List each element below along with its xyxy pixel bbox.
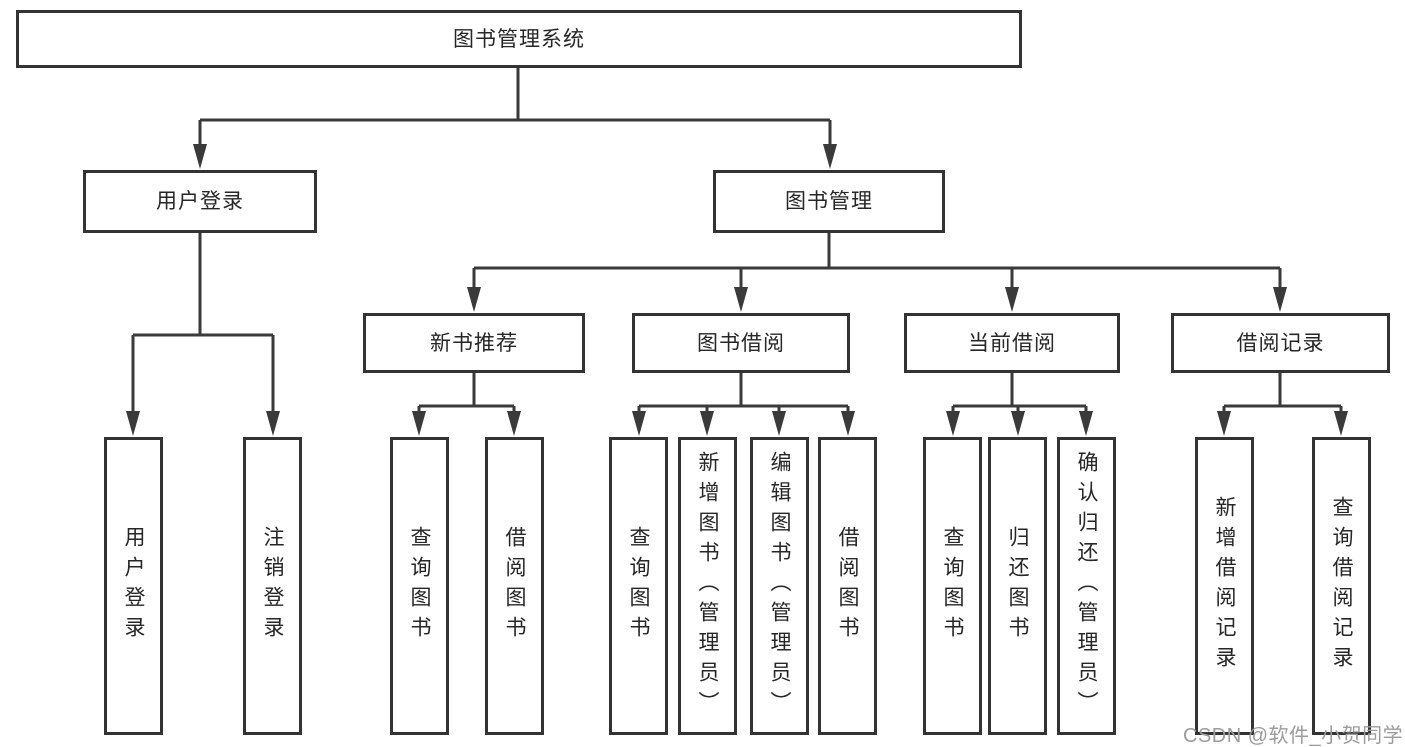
node-book-management: 图书管理 — [713, 170, 945, 233]
leaf-logout: 注销登录 — [243, 437, 302, 735]
watermark: CSDN @软件_小贺同学 — [1183, 725, 1404, 747]
leaf-nb-borrow-books-label: 借阅图书 — [503, 526, 526, 646]
leaf-user-login: 用户登录 — [104, 437, 163, 735]
connector-root-to-level2 — [193, 68, 837, 169]
node-book-borrow: 图书借阅 — [632, 313, 850, 373]
leaf-cb-return-books-label: 归还图书 — [1006, 526, 1029, 646]
leaf-bb-edit-books-admin: 编辑图书（管理员） — [750, 437, 809, 735]
node-current-borrow-label: 当前借阅 — [968, 331, 1056, 355]
node-book-borrow-label: 图书借阅 — [697, 331, 785, 355]
leaf-br-add-record-label: 新增借阅记录 — [1213, 496, 1236, 676]
leaf-cb-confirm-return-admin: 确认归还（管理员） — [1057, 437, 1116, 735]
leaf-user-login-label: 用户登录 — [122, 526, 145, 646]
leaf-nb-query-books: 查询图书 — [390, 437, 449, 735]
leaf-cb-confirm-return-admin-label: 确认归还（管理员） — [1075, 451, 1098, 721]
leaf-bb-query-books: 查询图书 — [609, 437, 668, 735]
leaf-logout-label: 注销登录 — [261, 526, 284, 646]
connector-new-book-rec-children — [412, 373, 521, 436]
leaf-cb-query-books: 查询图书 — [923, 437, 982, 735]
connector-book-borrow-children — [632, 373, 855, 436]
leaf-br-query-record: 查询借阅记录 — [1312, 437, 1371, 735]
leaf-cb-query-books-label: 查询图书 — [941, 526, 964, 646]
node-borrow-records-label: 借阅记录 — [1236, 331, 1325, 355]
connector-current-borrow-children — [946, 373, 1093, 436]
connector-user-login-children — [126, 233, 280, 436]
node-new-book-recommend: 新书推荐 — [363, 313, 585, 373]
node-new-book-recommend-label: 新书推荐 — [430, 331, 518, 355]
node-borrow-records: 借阅记录 — [1171, 313, 1390, 373]
connector-borrow-records-children — [1217, 373, 1348, 436]
leaf-bb-borrow-books: 借阅图书 — [818, 437, 877, 735]
leaf-bb-add-books-admin: 新增图书（管理员） — [678, 437, 737, 735]
node-current-borrow: 当前借阅 — [904, 313, 1120, 373]
node-user-login-label: 用户登录 — [156, 190, 244, 213]
node-root: 图书管理系统 — [16, 10, 1022, 68]
leaf-bb-borrow-books-label: 借阅图书 — [836, 526, 859, 646]
leaf-nb-borrow-books: 借阅图书 — [485, 437, 544, 735]
leaf-nb-query-books-label: 查询图书 — [408, 526, 431, 646]
leaf-br-query-record-label: 查询借阅记录 — [1330, 496, 1353, 676]
leaf-bb-add-books-admin-label: 新增图书（管理员） — [696, 451, 719, 721]
leaf-bb-query-books-label: 查询图书 — [627, 526, 650, 646]
node-book-management-label: 图书管理 — [785, 190, 873, 213]
connector-book-mgmt-to-level3 — [467, 233, 1287, 312]
leaf-br-add-record: 新增借阅记录 — [1195, 437, 1254, 735]
leaf-bb-edit-books-admin-label: 编辑图书（管理员） — [768, 451, 791, 721]
node-user-login: 用户登录 — [83, 170, 317, 233]
leaf-cb-return-books: 归还图书 — [988, 437, 1047, 735]
node-root-label: 图书管理系统 — [453, 27, 585, 51]
